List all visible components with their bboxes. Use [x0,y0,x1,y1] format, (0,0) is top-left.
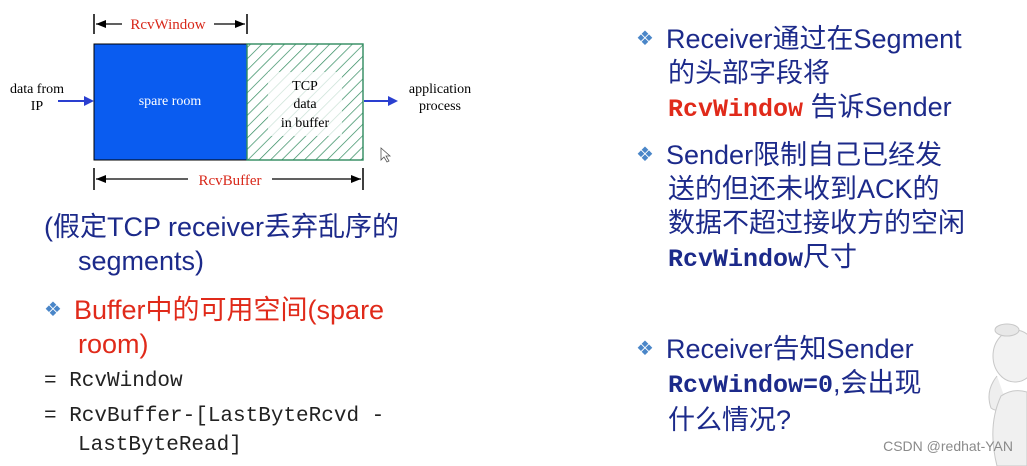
data-from-line2: IP [31,99,44,114]
receiver-bullet-line2: 的头部字段将 [668,58,830,88]
rcv-buffer-arrow-right [351,175,361,183]
spare-room-bullet: ❖ Buffer中的可用空间(spare room) [44,293,464,361]
data-out-arrow-head [388,96,398,106]
diamond-bullet-icon: ❖ [44,299,62,321]
rcvwindow-zero-code: RcvWindow=0 [668,371,834,400]
sender-bullet-line3: 数据不超过接收方的空闲 [668,208,965,238]
app-line1: application [409,82,471,97]
rcv-window-arrow-right [235,20,245,28]
zero-window-bullet: ❖ Receiver告知Sender RcvWindow=0,会出现 什么情况? [636,332,1016,437]
zero-window-bullet-line2-tail: ,会出现 [833,368,922,398]
tcp-data-line2: data [293,97,317,112]
assumption-note-line1: (假定TCP receiver丢弃乱序的 [44,212,400,242]
receiver-bullet: ❖ Receiver通过在Segment 的头部字段将 RcvWindow 告诉S… [636,22,1016,127]
data-in-arrow-head [84,96,94,106]
receiver-bullet-line1: Receiver通过在Segment [666,24,962,54]
spare-room-bullet-line1: Buffer中的可用空间(spare [74,295,385,325]
tcp-data-line3: in buffer [281,116,330,131]
sender-bullet: ❖ Sender限制自己已经发 送的但还未收到ACK的 数据不超过接收方的空闲 R… [636,138,1016,277]
rcv-buffer-diagram: RcvWindow spare room TCP data in buffer … [10,14,471,190]
zero-window-bullet-line3: 什么情况? [668,405,792,435]
app-line2: process [419,99,461,114]
receiver-bullet-line3-tail: 告诉Sender [803,92,952,122]
rcv-buffer-arrow-left [96,175,106,183]
data-from-line1: data from [10,82,64,97]
sender-bullet-line1: Sender限制自己已经发 [666,140,943,170]
assumption-note: (假定TCP receiver丢弃乱序的 segments) [44,210,464,278]
equation-rcvwindow: = RcvWindow [44,370,183,393]
rcv-buffer-label: RcvBuffer [198,173,261,189]
tcp-data-line1: TCP [292,79,318,94]
spare-room-bullet-line2: room) [78,329,149,359]
rcvwindow-code-blue: RcvWindow [668,245,804,274]
thinking-figure-icon [988,323,1027,466]
diamond-bullet-icon: ❖ [636,28,654,50]
rcv-window-arrow-left [96,20,106,28]
equation-rcvbuffer-line1: = RcvBuffer-[LastByteRcvd - [44,405,385,428]
sender-bullet-line4-tail: 尺寸 [803,242,858,272]
mouse-cursor-icon [380,147,392,163]
sender-bullet-line2: 送的但还未收到ACK的 [668,174,940,204]
spare-room-label: spare room [139,94,202,109]
spare-room-box [93,43,248,161]
diamond-bullet-icon: ❖ [636,338,654,360]
zero-window-bullet-line1: Receiver告知Sender [666,334,914,364]
rcv-window-label: RcvWindow [130,17,205,33]
rcvwindow-code-red: RcvWindow [668,95,804,124]
equation-rcvbuffer-line2: LastByteRead] [78,434,242,457]
diamond-bullet-icon: ❖ [636,144,654,166]
csdn-watermark: CSDN @redhat-YAN [883,438,1013,454]
assumption-note-line2: segments) [78,246,205,276]
